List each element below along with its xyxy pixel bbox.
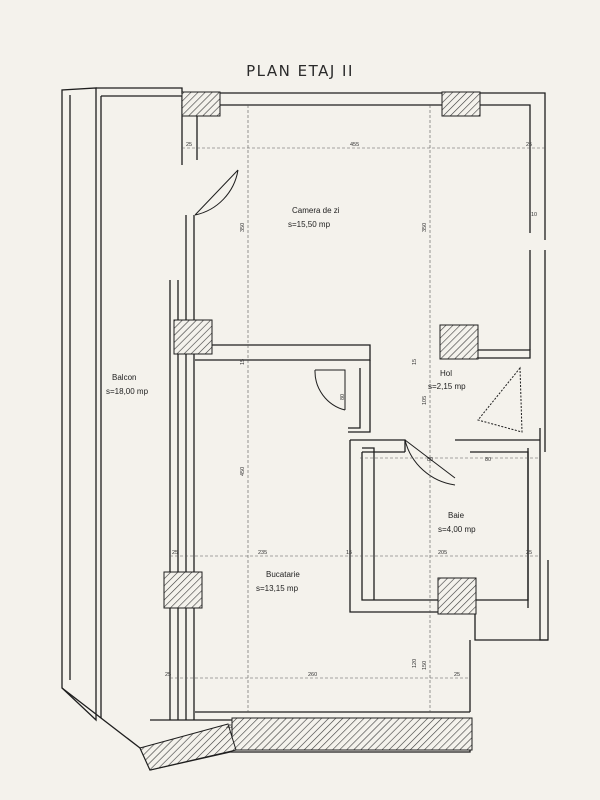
column-baie [437, 577, 477, 615]
hol-area: s=2,15 mp [428, 382, 466, 391]
dim-kitchen-15: 15 [346, 550, 352, 556]
dim-camera-h2: 350 [422, 223, 428, 232]
wall-camera-kitchen [195, 344, 371, 361]
dim-bottom-25c: 25 [226, 724, 232, 730]
dim-camera-h1: 350 [240, 223, 246, 232]
dim-kitchen-h: 450 [240, 467, 246, 476]
outer-wall-left [61, 87, 97, 722]
dim-bottom-25b: 25 [454, 672, 460, 678]
wall-hol-right [475, 349, 531, 359]
dim-bottom-120: 120 [412, 659, 418, 668]
column-kitchen [163, 571, 203, 609]
dim-mid-15: 15 [240, 359, 246, 365]
baie-name: Baie [448, 511, 465, 520]
dim-top-width: 455 [350, 142, 359, 148]
balcony-wall [169, 215, 195, 720]
dim-kitchen-235: 235 [258, 550, 267, 556]
camera-name: Camera de zi [292, 206, 340, 215]
bucatarie-name: Bucatarie [266, 570, 300, 579]
door-hol-left [314, 369, 346, 411]
column-top-right [441, 91, 481, 117]
outer-wall-right-lower [527, 428, 549, 641]
wall-bottom-corner-hatch [139, 723, 237, 771]
bucatarie-area: s=13,15 mp [256, 584, 299, 593]
column-top-left [181, 91, 221, 117]
dim-hol-105: 105 [422, 396, 428, 405]
wall-baie-inner [361, 451, 529, 601]
dim-top-right: 25 [526, 142, 532, 148]
door-entry [477, 366, 523, 433]
dim-top-left: 25 [186, 142, 192, 148]
dim-baie-205: 205 [438, 550, 447, 556]
wall-bottom-inner [195, 640, 471, 713]
door-baie [404, 439, 456, 486]
column-mid-left [173, 319, 213, 355]
camera-area: s=15,50 mp [288, 220, 331, 229]
dim-door-80c: 80 [485, 457, 491, 463]
baie-area: s=4,00 mp [438, 525, 476, 534]
dim-door-80b: 80 [427, 457, 433, 463]
wall-hol-left [348, 360, 371, 433]
dim-kitchen-25: 25 [172, 550, 178, 556]
dim-right-small: 10 [531, 212, 537, 218]
plan-title: PLAN ETAJ II [246, 62, 354, 80]
hol-name: Hol [440, 369, 452, 378]
balcon-area: s=18,00 mp [106, 387, 149, 396]
column-hol [439, 324, 479, 360]
dim-bottom-25a: 25 [165, 672, 171, 678]
wall-baie-shaft [362, 447, 375, 600]
balcon-name: Balcon [112, 373, 136, 382]
outer-wall-left-inner [69, 95, 102, 718]
dim-baie-150: 150 [422, 661, 428, 670]
dim-door-80: 80 [340, 394, 346, 400]
outer-wall-right-upper [529, 250, 546, 452]
dim-baie-25: 25 [526, 550, 532, 556]
balcony-bottom [61, 687, 150, 749]
door-camera [194, 169, 239, 216]
dim-bottom-260: 260 [308, 672, 317, 678]
dim-hol-15: 15 [412, 359, 418, 365]
wall-bottom-hatch [231, 717, 473, 751]
